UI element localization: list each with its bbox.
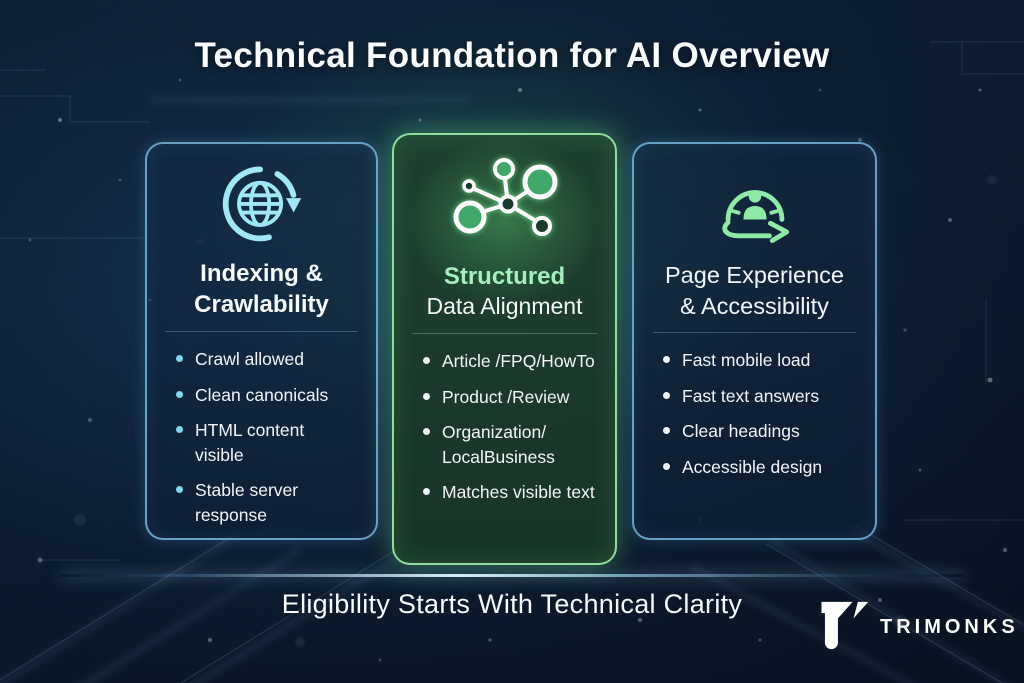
list-item: Matches visible text — [423, 480, 603, 505]
list-item: Fast mobile load — [663, 348, 863, 373]
bullet-dot — [663, 427, 670, 435]
card-divider — [653, 332, 856, 334]
card-heading: Indexing & Crawlability — [194, 258, 329, 320]
list-item: Clear headings — [663, 419, 863, 444]
bullet-label: Fast text answers — [682, 385, 820, 406]
list-item: Accessible design — [663, 455, 863, 480]
bullet-label: Fast mobile load — [682, 350, 811, 371]
bullet-dot — [176, 426, 183, 433]
list-item: Clean canonicals — [176, 383, 364, 408]
card-heading: Structured Data Alignment — [427, 261, 583, 322]
bullet-label: Organization/ LocalBusiness — [442, 422, 555, 467]
brand-logo: TRIMONKS — [818, 597, 1019, 657]
bullet-list: Crawl allowed Clean canonicals HTML cont… — [147, 347, 376, 538]
bullet-label: Crawl allowed — [195, 349, 304, 369]
list-item: Organization/ LocalBusiness — [423, 420, 603, 469]
bullet-dot — [663, 356, 670, 364]
card-heading-line1: Structured — [443, 263, 566, 290]
network-nodes-icon — [444, 147, 566, 251]
list-item: HTML content visible — [176, 418, 364, 467]
bullet-label: Clean canonicals — [195, 384, 329, 405]
bullet-label: Stable server response — [195, 480, 299, 525]
card-heading-line1: Indexing & — [200, 260, 323, 287]
card-heading-line2: Crawlability — [194, 291, 329, 319]
list-item: Product /Review — [423, 385, 603, 410]
list-item: Fast text answers — [663, 384, 863, 409]
footer-divider-glow — [60, 574, 964, 577]
bullet-label: Accessible design — [682, 456, 823, 477]
card-heading: Page Experience & Accessibility — [665, 260, 844, 321]
bullet-label: HTML content visible — [195, 420, 305, 465]
trimonks-logo-icon — [821, 601, 869, 650]
bullet-list: Article /FPQ/HowTo Product /Review Organ… — [394, 349, 615, 516]
bullet-list: Fast mobile load Fast text answers Clear… — [634, 348, 875, 490]
list-item: Stable server response — [176, 478, 364, 527]
footer-tagline: Eligibility Starts With Technical Clarit… — [281, 589, 743, 619]
card-indexing-crawlability: Indexing & Crawlability Crawl allowed Cl… — [145, 142, 378, 540]
bullet-dot — [423, 357, 430, 365]
page-title: Technical Foundation for AI Overview — [194, 36, 830, 75]
globe-crawl-icon — [216, 156, 308, 248]
list-item: Crawl allowed — [176, 347, 364, 372]
bullet-dot — [176, 486, 183, 493]
bullet-dot — [423, 428, 430, 436]
bullet-dot — [423, 488, 430, 496]
card-divider — [165, 331, 358, 332]
card-structured-data-alignment: Structured Data Alignment Article /FPQ/H… — [392, 133, 617, 565]
card-heading-line2: & Accessibility — [680, 292, 829, 319]
list-item: Article /FPQ/HowTo — [423, 349, 603, 374]
accessibility-gauge-icon — [705, 162, 805, 250]
bullet-label: Article /FPQ/HowTo — [442, 351, 595, 372]
bullet-dot — [176, 390, 183, 398]
bullet-label: Matches visible text — [442, 482, 595, 503]
bullet-dot — [663, 462, 670, 470]
bullet-label: Clear headings — [682, 421, 800, 442]
card-page-experience-accessibility: Page Experience & Accessibility Fast mob… — [632, 142, 877, 540]
card-heading-line1: Page Experience — [665, 262, 844, 288]
bullet-dot — [663, 391, 670, 399]
bullet-dot — [423, 392, 430, 400]
bullet-dot — [176, 355, 183, 362]
card-divider — [411, 333, 598, 335]
card-heading-line2: Data Alignment — [426, 293, 583, 320]
bullet-label: Product /Review — [442, 386, 570, 407]
brand-name: TRIMONKS — [880, 615, 1019, 638]
